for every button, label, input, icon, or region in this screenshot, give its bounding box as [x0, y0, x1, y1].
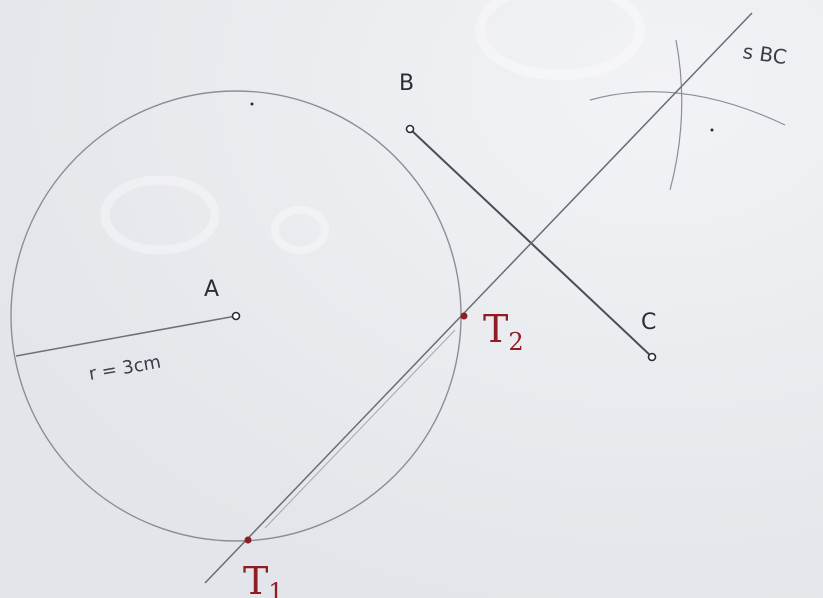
label-a: A [204, 277, 219, 302]
label-b: B [399, 71, 414, 96]
label-c: C [641, 310, 656, 335]
construction-arc-upper [589, 91, 786, 126]
paper-emboss [100, 0, 645, 255]
point-a [231, 311, 241, 321]
pencil-dot [250, 102, 254, 106]
point-t1 [244, 536, 252, 544]
point-c [647, 352, 657, 362]
point-b [405, 124, 415, 134]
label-t1: T1 [243, 559, 284, 598]
label-t2: T2 [483, 307, 524, 356]
point-t2 [460, 312, 468, 320]
bisector-line [204, 12, 753, 584]
pencil-dot-2 [710, 128, 714, 132]
radius-segment [15, 315, 237, 357]
guide-line [264, 329, 456, 529]
construction-arc-lower [669, 39, 683, 191]
